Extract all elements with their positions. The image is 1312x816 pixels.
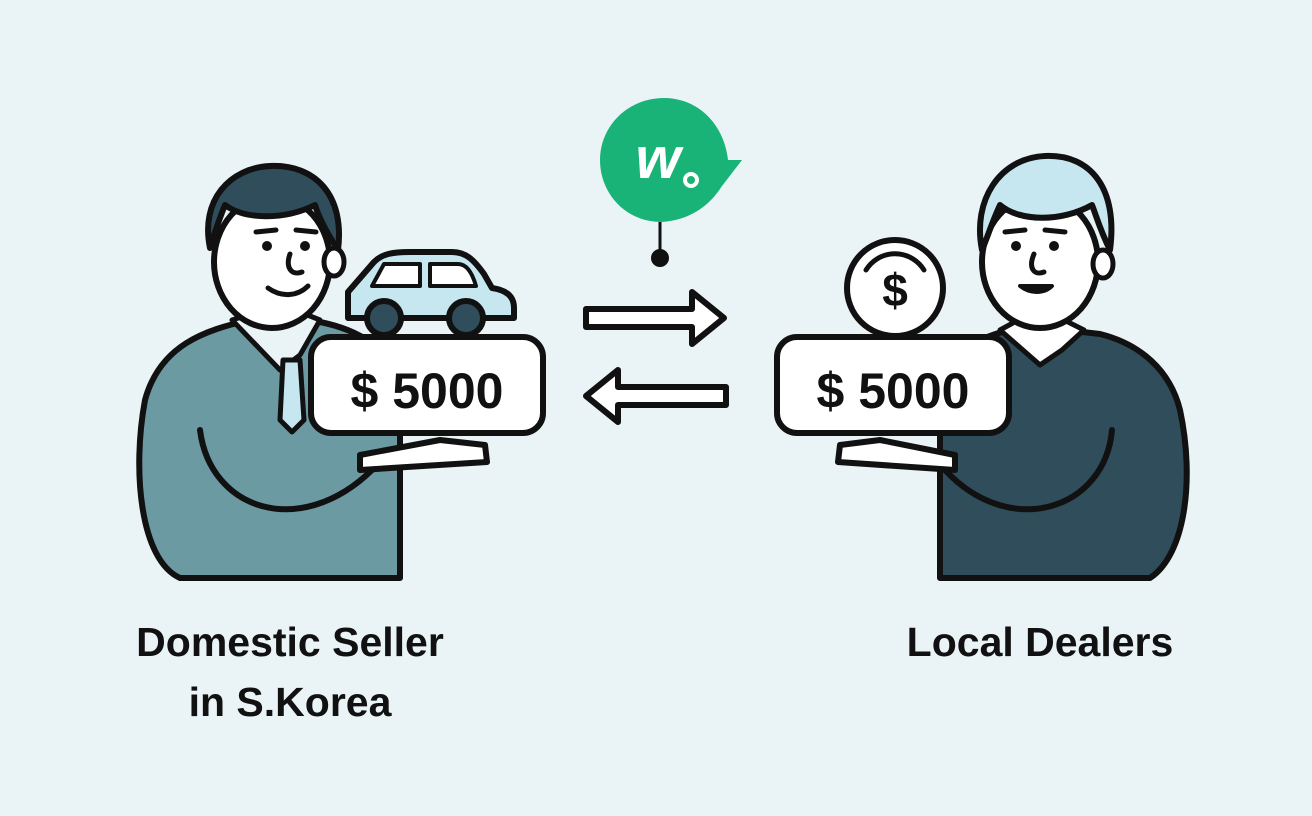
seller-nose — [285, 251, 305, 276]
dealer-caption: Local Dealers — [906, 619, 1174, 665]
dealer-arm — [942, 427, 1115, 513]
seller-price-box: $ 5000 — [308, 334, 546, 436]
dealer-mouth — [1018, 284, 1054, 294]
seller-caption: Domestic Seller in S.Korea — [90, 612, 490, 732]
coin-icon: $ — [844, 237, 946, 339]
seller-brows — [253, 227, 319, 235]
seller-tie — [277, 357, 307, 435]
logo-stem-dot — [651, 249, 669, 267]
right-arrow-icon — [583, 289, 727, 347]
seller-caption-line1: Domestic Seller — [136, 619, 444, 665]
coin-symbol: $ — [882, 264, 908, 316]
dealer-price-box: $ 5000 — [774, 334, 1012, 436]
dealer-brows — [1002, 227, 1068, 235]
dealer-hand — [835, 437, 958, 473]
dealer-ear — [1090, 247, 1116, 281]
logo-letter: w — [635, 126, 684, 191]
logo-pin — [600, 98, 742, 222]
seller-caption-line2: in S.Korea — [188, 679, 392, 725]
left-arrow-icon — [583, 367, 729, 425]
dealer-eye-left — [1011, 241, 1021, 251]
dealer-nose — [1029, 251, 1047, 276]
car-icon — [345, 249, 517, 338]
seller-eye-right — [300, 241, 310, 251]
dealer-price: $ 5000 — [817, 363, 970, 419]
seller-hand — [357, 437, 490, 473]
seller-price: $ 5000 — [351, 363, 504, 419]
dealer-hair — [977, 152, 1115, 253]
dealer-eye-right — [1049, 241, 1059, 251]
logo-dot — [683, 172, 699, 188]
seller-hair — [205, 162, 342, 253]
seller-ear — [321, 245, 347, 279]
seller-eye-left — [262, 241, 272, 251]
seller-mouth — [265, 283, 311, 297]
seller-arm — [197, 427, 375, 513]
platform-logo: w — [600, 98, 742, 267]
